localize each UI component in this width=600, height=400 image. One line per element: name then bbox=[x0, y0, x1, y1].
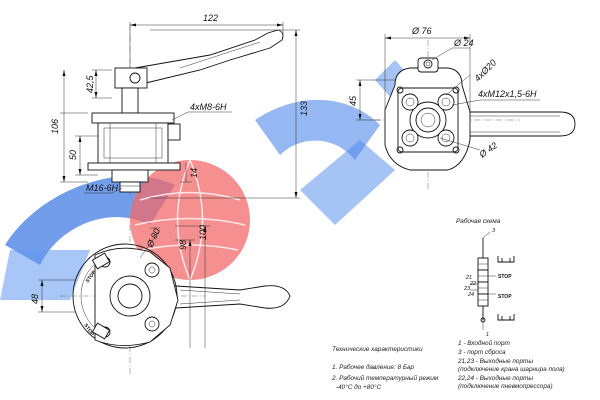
dim-100: 100 bbox=[198, 225, 208, 240]
legend-line3: 21,23 - Выходные порты bbox=[458, 358, 534, 365]
scheme-port-24: 24 bbox=[467, 292, 474, 298]
top-view bbox=[356, 34, 576, 190]
scheme-port-23: 23 bbox=[463, 286, 471, 292]
dim-threads: 4xM12x1,5-6H bbox=[478, 89, 537, 99]
dim-bottom-14: 14 bbox=[189, 168, 199, 178]
dim-outer-76: Ø 76 bbox=[411, 26, 432, 36]
scheme-stop-bottom: STOP bbox=[498, 294, 512, 300]
front-view bbox=[38, 225, 291, 375]
legend-line1: 1 - Входной порт bbox=[458, 340, 510, 347]
specs-title: Технические характеристики bbox=[332, 346, 423, 353]
dim-small-holes: 4xØ20 bbox=[472, 58, 498, 84]
dim-offset-45: 45 bbox=[348, 95, 358, 106]
legend-line4: (подключение крана шарнира пола) bbox=[458, 366, 565, 373]
label-thread-ports: 4xM8-6H bbox=[190, 102, 227, 112]
watermark-logo bbox=[0, 60, 440, 300]
dim-lever-offset: 42,5 bbox=[85, 74, 95, 93]
dim-pcd-42: Ø 42 bbox=[477, 140, 500, 160]
scheme-port-3: 3 bbox=[492, 228, 496, 234]
side-view bbox=[60, 22, 300, 199]
dim-width-122: 122 bbox=[203, 13, 218, 23]
legend-line6: (подключение пневмопрессора) bbox=[458, 383, 553, 390]
specs-line1: 1. Рабочее давление: 8 Бар bbox=[332, 364, 415, 371]
specs-line3: -40°C до +80°C bbox=[336, 384, 382, 391]
mark-stop-2: STOP bbox=[82, 323, 95, 338]
legend-line2: 3 - порт сброса bbox=[458, 349, 506, 356]
legend-line5: 22,24 - Выходные порты bbox=[458, 375, 534, 382]
dim-height-106: 106 bbox=[50, 119, 60, 134]
dim-height-133: 133 bbox=[299, 101, 309, 116]
watermark-globe bbox=[130, 160, 250, 280]
dim-hole-24: Ø 24 bbox=[453, 38, 474, 48]
scheme-port-21: 21 bbox=[465, 275, 472, 281]
scheme-port-22: 22 bbox=[469, 281, 476, 287]
dim-lower-50: 50 bbox=[68, 150, 78, 160]
working-scheme bbox=[470, 231, 515, 330]
label-thread-bottom: M16-6H bbox=[86, 183, 119, 193]
scheme-title: Рабочая схема bbox=[456, 218, 501, 225]
dim-98: 98 bbox=[178, 240, 188, 250]
specs-line2: 2. Рабочий температурный режим bbox=[332, 375, 439, 382]
scheme-stop-top: STOP bbox=[498, 274, 512, 280]
dim-48: 48 bbox=[30, 294, 40, 304]
scheme-port-1: 1 bbox=[486, 332, 489, 338]
